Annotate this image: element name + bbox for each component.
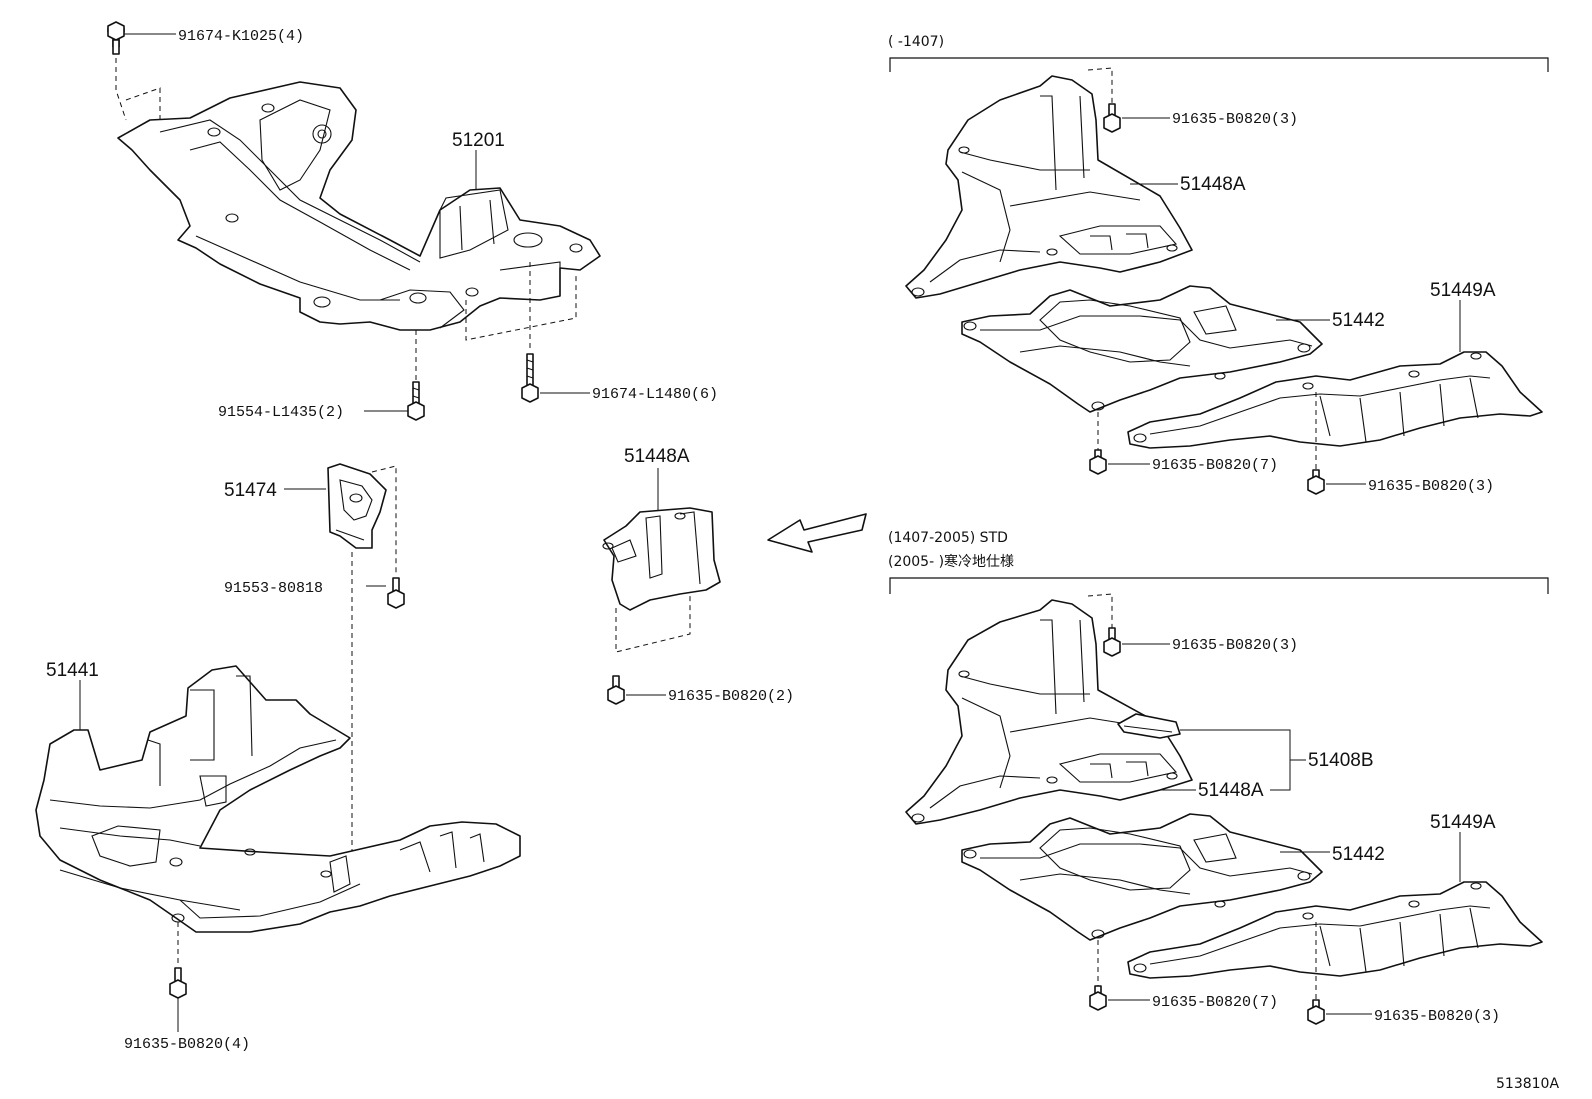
label-51474[interactable]: 51474 — [224, 480, 277, 501]
bolt-left-b0820-4 — [169, 967, 187, 999]
side-cover-51448a-bottom — [905, 599, 1193, 825]
under-cover-51442-top — [961, 285, 1323, 413]
bolt-center-b0820-2 — [607, 675, 625, 705]
label-tr-51442[interactable]: 51442 — [1332, 310, 1385, 331]
under-cover-51441 — [35, 665, 521, 933]
label-tr-bolt-b0820-7[interactable]: 91635-B0820(7) — [1152, 457, 1278, 474]
br-bolt-top — [1103, 627, 1121, 657]
br-bolt-b0820-3-bottom — [1307, 999, 1325, 1025]
label-tr-bolt-top[interactable]: 91635-B0820(3) — [1172, 111, 1298, 128]
tr-bolt-b0820-3-bottom — [1307, 469, 1325, 495]
under-cover-51449a-top — [1127, 351, 1543, 449]
label-91674-l1480[interactable]: 91674-L1480(6) — [592, 386, 718, 403]
tr-bolt-top — [1103, 103, 1121, 133]
side-cover-51448a-center — [602, 507, 721, 611]
arrow-icon — [767, 513, 867, 553]
label-br-bolt-b0820-3-bottom[interactable]: 91635-B0820(3) — [1374, 1008, 1500, 1025]
label-br-51442[interactable]: 51442 — [1332, 844, 1385, 865]
bracket-51474 — [327, 463, 387, 549]
bolt-91674-k1025 — [107, 21, 125, 55]
label-91674-k1025[interactable]: 91674-K1025(4) — [178, 28, 304, 45]
bolt-91674-l1480 — [521, 353, 539, 403]
under-cover-51442-bottom — [961, 813, 1323, 941]
label-br-51448a[interactable]: 51448A — [1198, 780, 1264, 801]
label-51448a-center[interactable]: 51448A — [624, 446, 690, 467]
label-br-51449a[interactable]: 51449A — [1430, 812, 1496, 833]
label-br-51408b[interactable]: 51408B — [1308, 750, 1374, 771]
br-bolt-b0820-7 — [1089, 985, 1107, 1011]
subframe-51201 — [117, 81, 601, 331]
under-cover-51449a-bottom — [1127, 881, 1543, 979]
note-bottom-right-range-2: (2005- )寒冷地仕様 — [888, 553, 1014, 570]
note-top-right-range: ( -1407) — [888, 34, 944, 50]
label-51441[interactable]: 51441 — [46, 660, 99, 681]
label-center-b0820-2[interactable]: 91635-B0820(2) — [668, 688, 794, 705]
label-51201[interactable]: 51201 — [452, 130, 505, 151]
label-91553-80818[interactable]: 91553-80818 — [224, 580, 323, 597]
tr-bolt-b0820-7 — [1089, 449, 1107, 475]
note-bottom-right-range-1: (1407-2005) STD — [888, 530, 1008, 546]
label-tr-bolt-b0820-3-bottom[interactable]: 91635-B0820(3) — [1368, 478, 1494, 495]
label-91554-l1435[interactable]: 91554-L1435(2) — [218, 404, 344, 421]
diagram-id: 513810A — [1496, 1076, 1559, 1092]
label-tr-51448a[interactable]: 51448A — [1180, 174, 1246, 195]
side-cover-51448a-top — [905, 75, 1193, 299]
label-left-b0820-4[interactable]: 91635-B0820(4) — [124, 1036, 250, 1053]
label-br-bolt-b0820-7[interactable]: 91635-B0820(7) — [1152, 994, 1278, 1011]
bolt-91553-80818 — [387, 577, 405, 609]
label-br-bolt-top[interactable]: 91635-B0820(3) — [1172, 637, 1298, 654]
bolt-91554-l1435 — [407, 381, 425, 421]
label-tr-51449a[interactable]: 51449A — [1430, 280, 1496, 301]
pad-51408b — [1117, 713, 1181, 739]
